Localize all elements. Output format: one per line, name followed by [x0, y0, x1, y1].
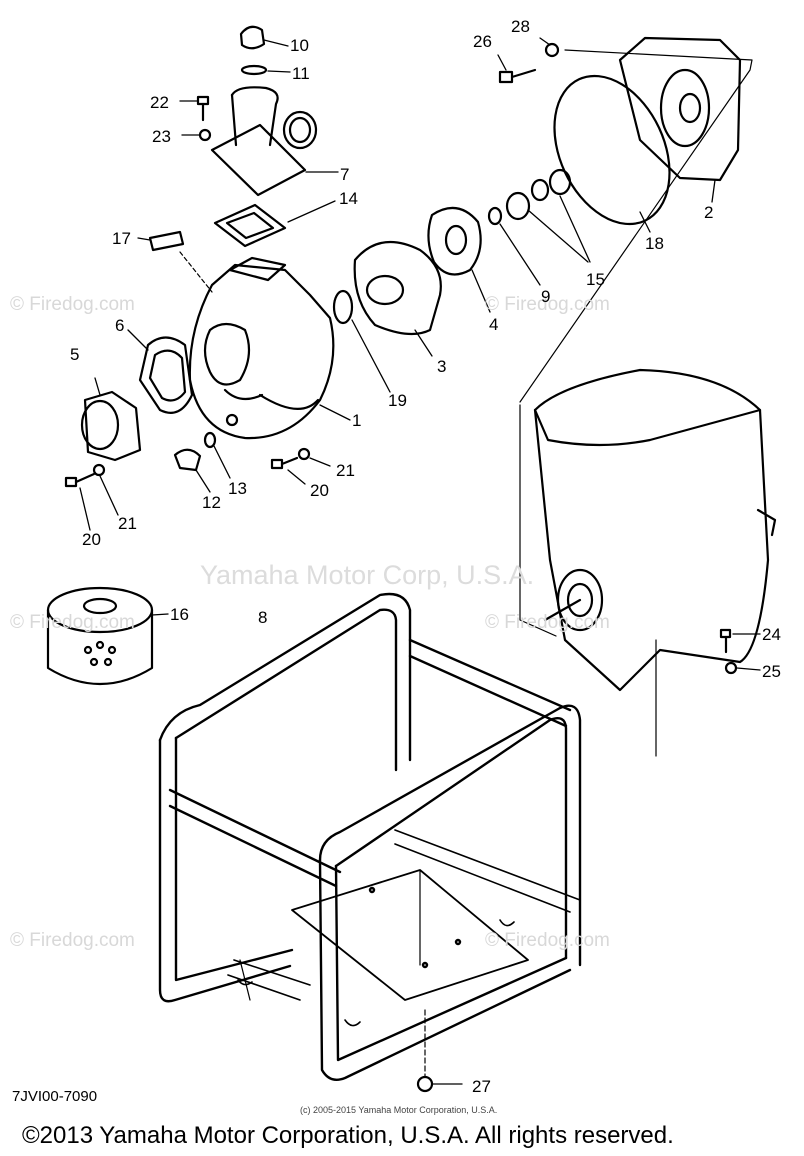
callout-label: 21	[118, 514, 137, 533]
watermark-firedog: © Firedog.com	[10, 294, 135, 315]
callout-label: 11	[292, 64, 310, 83]
part-bolt-20-right	[270, 447, 331, 485]
callout-label: 7	[340, 165, 350, 184]
part-housing-1	[188, 256, 351, 440]
callout-label: 16	[170, 605, 189, 624]
small-credit: (c) 2005-2015 Yamaha Motor Corporation, …	[300, 1105, 498, 1115]
part-bolt-22	[179, 95, 210, 122]
callout-label: 3	[437, 357, 447, 376]
part-washer-23	[198, 128, 212, 142]
part-oring-19	[332, 289, 354, 325]
watermark-firedog: © Firedog.com	[485, 612, 610, 633]
part-gasket-6	[127, 329, 194, 414]
part-washer-9	[487, 206, 503, 226]
callout-label: 1	[352, 411, 362, 430]
callout-label: 10	[290, 36, 309, 55]
callout-label: 8	[258, 608, 268, 627]
callout-label: 4	[489, 315, 499, 334]
part-oring-13	[203, 431, 217, 449]
part-seal-15	[505, 168, 591, 263]
callout-label: 5	[70, 345, 80, 364]
part-gasket-18	[553, 74, 671, 226]
callout-label: 23	[152, 127, 171, 146]
part-strainer-16	[46, 586, 169, 685]
part-bolt-24	[719, 628, 761, 675]
callout-label: 14	[339, 189, 358, 208]
callout-label: 17	[112, 229, 131, 248]
callout-label: 20	[310, 481, 329, 500]
part-plug-12	[173, 448, 202, 472]
part-label-17	[148, 230, 185, 252]
part-engine	[533, 368, 777, 692]
callout-label: 24	[762, 625, 781, 644]
callout-label: 9	[541, 287, 551, 306]
callout-label: 18	[645, 234, 664, 253]
part-volute-3	[353, 240, 442, 357]
part-nut-27	[416, 1075, 434, 1093]
part-frame-8	[158, 592, 582, 1081]
callout-label: 28	[511, 17, 530, 36]
watermark-firedog: © Firedog.com	[485, 930, 610, 951]
callout-label: 19	[388, 391, 407, 410]
callout-label: 2	[704, 203, 714, 222]
watermark-firedog: © Firedog.com	[10, 612, 135, 633]
copyright-notice: ©2013 Yamaha Motor Corporation, U.S.A. A…	[22, 1122, 674, 1149]
callout-label: 25	[762, 662, 781, 681]
part-cover-2	[618, 36, 742, 203]
part-gasket-14	[213, 200, 336, 248]
callout-label: 15	[586, 270, 605, 289]
part-impeller-4	[427, 206, 491, 313]
part-bolt-20-left	[64, 463, 119, 531]
watermark-center: Yamaha Motor Corp, U.S.A.	[200, 560, 535, 590]
part-cap	[239, 25, 289, 50]
callout-label: 12	[202, 493, 221, 512]
callout-label: 27	[472, 1077, 491, 1096]
callout-label: 6	[115, 316, 125, 335]
watermark-firedog: © Firedog.com	[10, 930, 135, 951]
callout-label: 13	[228, 479, 247, 498]
callout-label: 20	[82, 530, 101, 549]
callout-label: 22	[150, 93, 169, 112]
diagram-code: 7JVI00-7090	[12, 1088, 98, 1105]
part-bolt-26	[497, 37, 560, 84]
part-oring-top	[240, 64, 268, 76]
callout-label: 26	[473, 32, 492, 51]
part-adapter-5	[80, 377, 142, 462]
callout-label: 21	[336, 461, 355, 480]
watermark-firedog: © Firedog.com	[485, 294, 610, 315]
part-elbow-7	[210, 86, 339, 197]
